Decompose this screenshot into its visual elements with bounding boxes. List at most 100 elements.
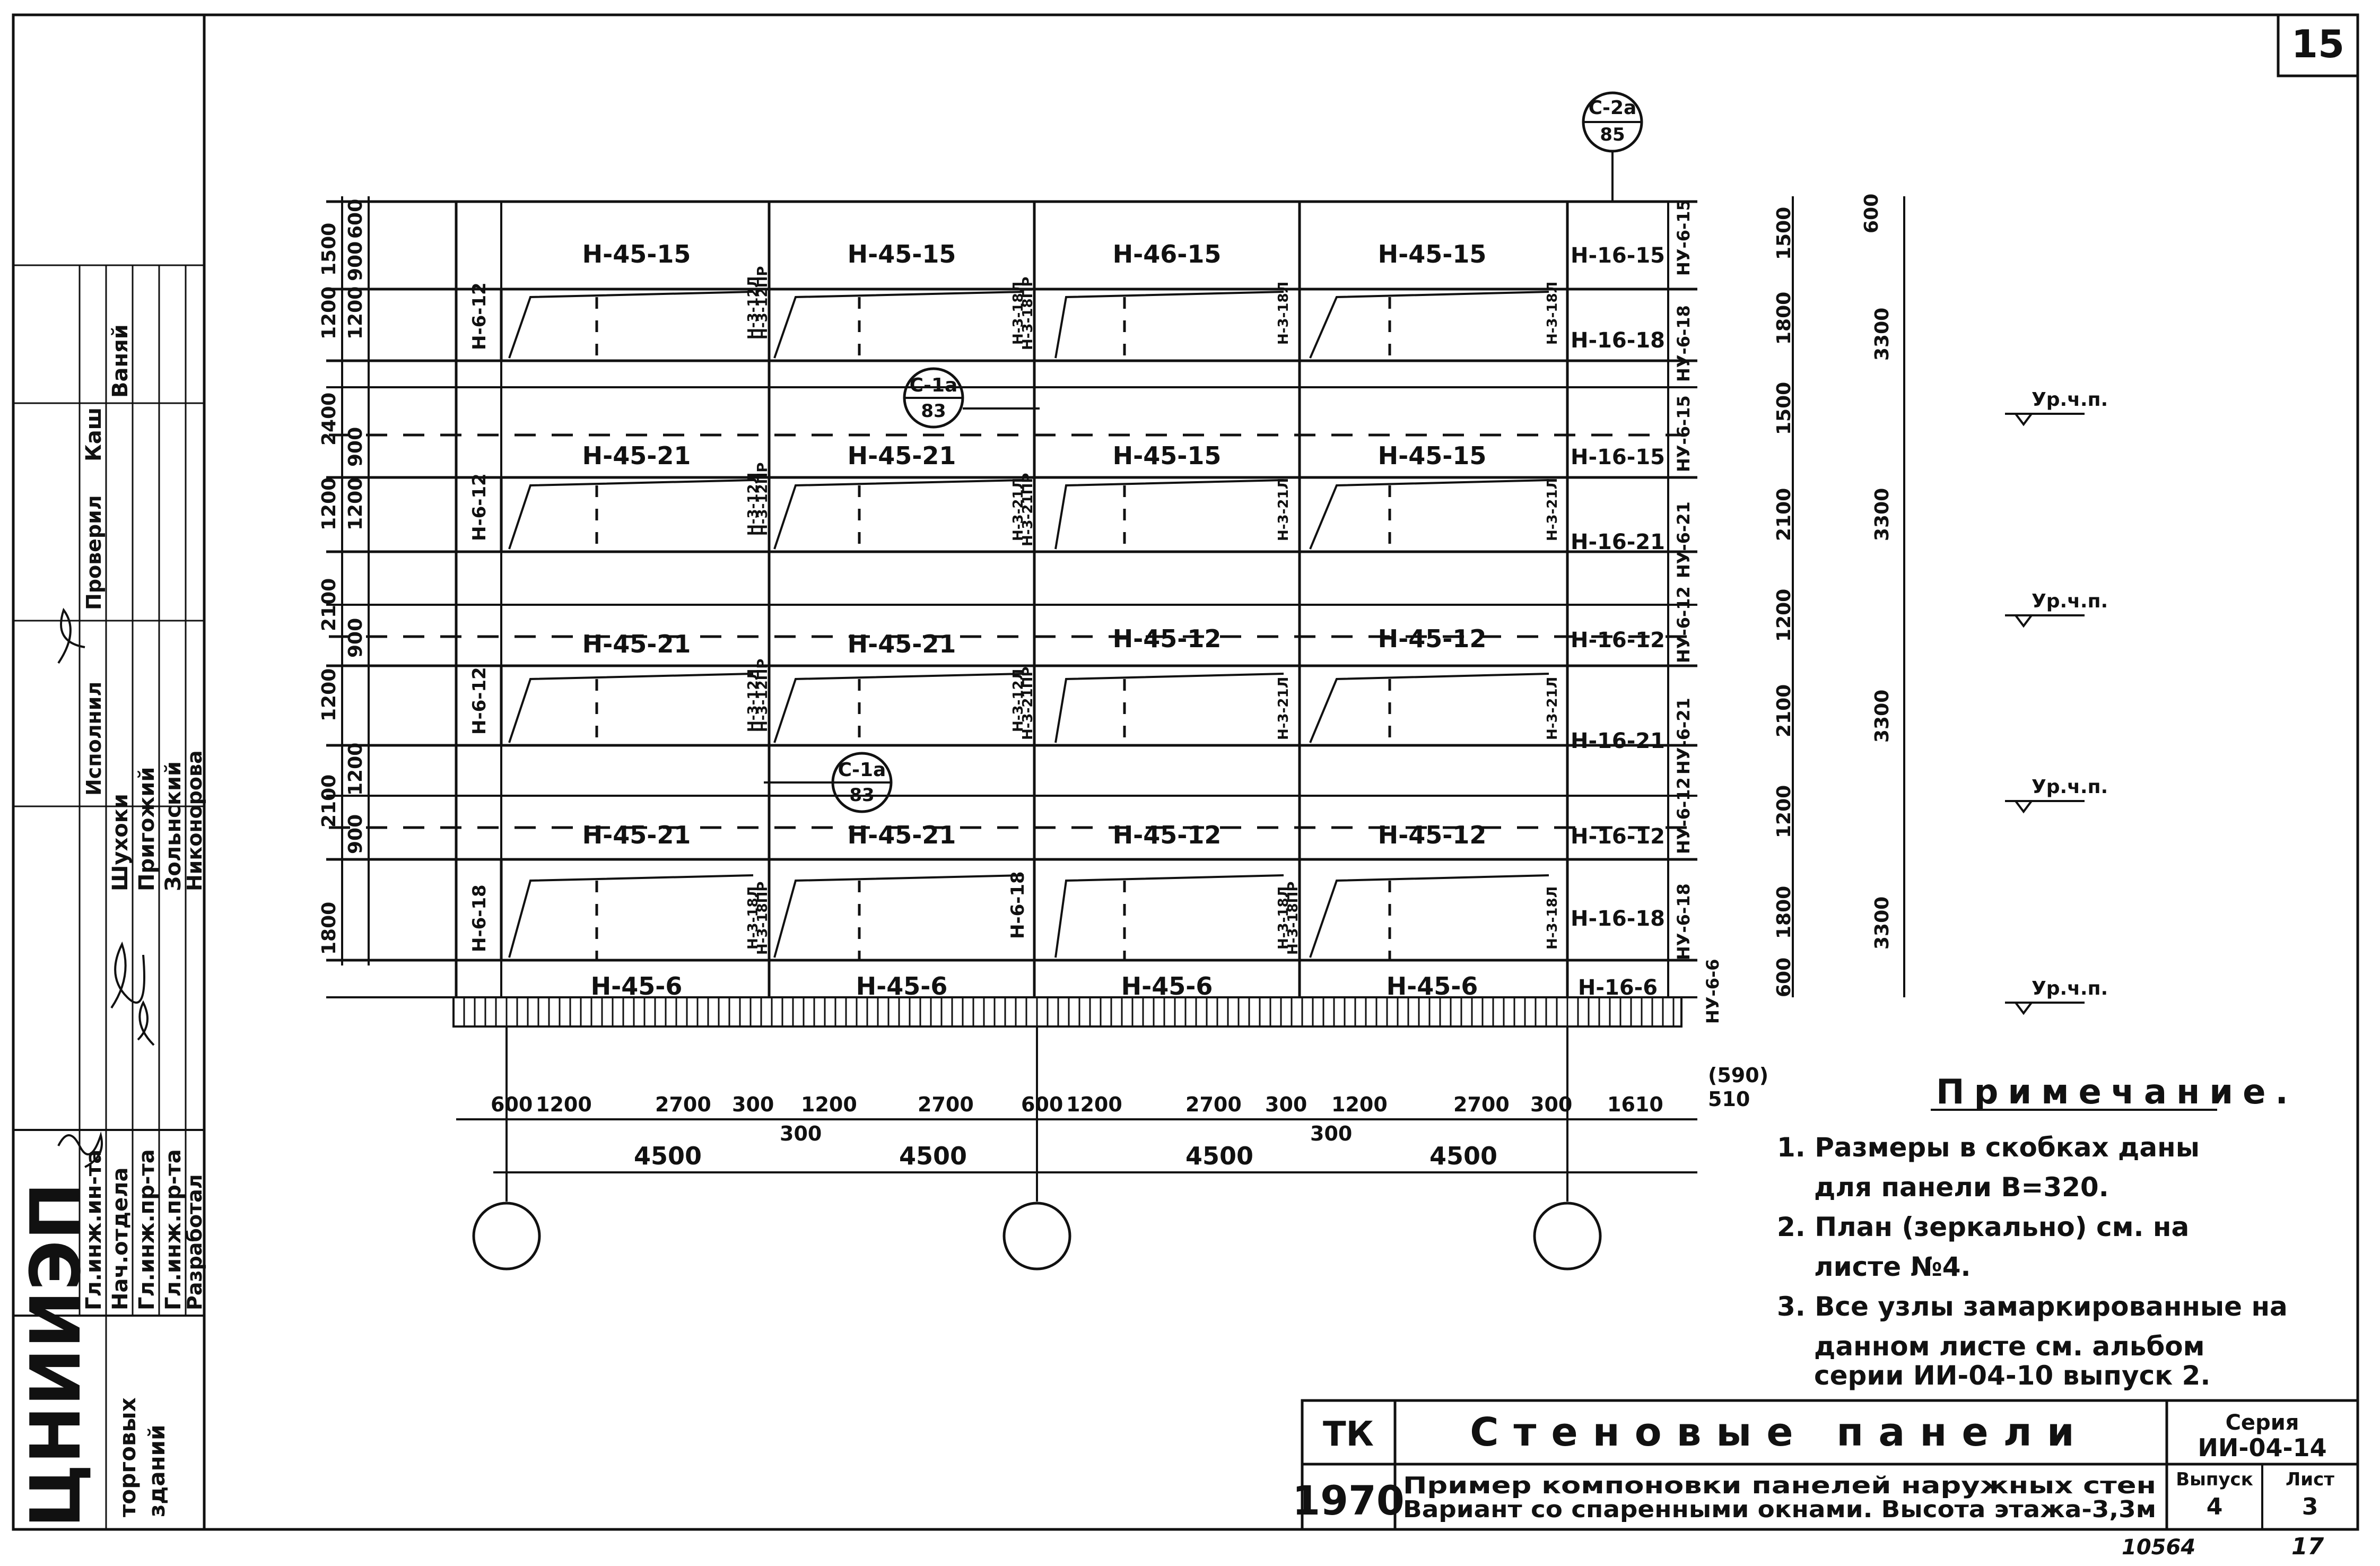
svg-text:1200: 1200 [1066, 1093, 1122, 1116]
note-line: для панели В=320. [1814, 1172, 2109, 1203]
svg-text:900: 900 [345, 427, 367, 467]
svg-text:3300: 3300 [1871, 488, 1893, 541]
corner-label: НУ-6-21 [1673, 698, 1694, 775]
svg-text:1200: 1200 [345, 286, 367, 340]
svg-text:85: 85 [1600, 124, 1625, 145]
signature-3 [137, 1000, 155, 1046]
svg-text:900: 900 [345, 618, 367, 658]
signature-2 [110, 941, 145, 1009]
svg-text:2700: 2700 [1185, 1093, 1242, 1116]
panel-label: Н-45-6 [1387, 972, 1478, 1000]
stamp-name-3: Зольнский [161, 761, 186, 891]
panel-label: Н-45-15 [1113, 441, 1222, 470]
panel-label: Н-16-12 [1571, 824, 1665, 849]
panel-label: Н-45-21 [848, 821, 956, 849]
corner-label: НУ-6-15 [1673, 199, 1694, 276]
sheet-value: 3 [2302, 1493, 2318, 1520]
title-sub-1: Пример компоновки панелей наружных стен [1403, 1472, 2156, 1499]
note-line: 2. План (зеркально) см. на [1777, 1212, 2189, 1242]
corner-label: НУ-6-18 [1673, 305, 1694, 382]
pier-label: Н-3-18ПР [755, 882, 771, 955]
left-dimensions: 1500 1200 2400 1200 2100 1200 2100 1800 … [318, 196, 370, 965]
svg-text:С-2а: С-2а [1589, 97, 1637, 119]
pier-label: Н-3-18Л [745, 886, 761, 950]
svg-text:2100: 2100 [318, 578, 340, 631]
panel-label: Н-45-12 [1378, 624, 1487, 653]
svg-text:1200: 1200 [1331, 1093, 1388, 1116]
pier-label: Н-6-12 [469, 473, 490, 541]
panel-label: Н-16-18 [1571, 907, 1665, 931]
sheet-number: 15 [2291, 22, 2344, 66]
svg-text:С-1а: С-1а [838, 759, 886, 781]
notes-title: Примечание. [1936, 1073, 2298, 1112]
svg-text:900: 900 [345, 241, 367, 281]
panel-label: Н-45-6 [591, 972, 683, 1000]
pier-label: Н-3-18Л [1276, 282, 1292, 345]
stamp-name-4: Никонорова [183, 750, 206, 891]
panel-label: Н-16-21 [1571, 530, 1665, 554]
svg-text:(590): (590) [1708, 1064, 1768, 1087]
stamp-role-1: Гл.инж.ин-та [82, 1150, 106, 1310]
sheet-number-box: 15 [2277, 13, 2359, 77]
pier-label: Н-3-18Л [1545, 886, 1560, 950]
pier-label: Н-3-21Л [1010, 478, 1026, 541]
svg-text:300: 300 [780, 1122, 822, 1145]
pier-label: Н-3-12ПР [755, 659, 771, 732]
corner-label: НУ-6-12 [1673, 777, 1694, 854]
panel-label: Н-45-21 [848, 630, 956, 658]
svg-text:300: 300 [1310, 1122, 1352, 1145]
series-label: Серия [2226, 1411, 2299, 1435]
issue-label: Выпуск [2176, 1469, 2253, 1490]
svg-text:510: 510 [1708, 1088, 1750, 1111]
stamp-org-sub-2: зданий [144, 1424, 170, 1517]
pier-label: Н-3-18Л [1545, 282, 1560, 345]
corner-label: НУ-6-6 [1703, 959, 1723, 1024]
corner-label: НУ-6-15 [1673, 395, 1694, 472]
stamp-top-2: Ваняй [108, 324, 133, 398]
stamp-top-1: Каш [82, 407, 106, 462]
note-line: листе №4. [1814, 1251, 1971, 1282]
svg-text:4500: 4500 [634, 1142, 702, 1170]
svg-text:Ур.ч.п.: Ур.ч.п. [2032, 389, 2108, 411]
svg-text:1200: 1200 [1773, 589, 1795, 642]
panel-label: Н-16-15 [1571, 445, 1665, 469]
pier-label: Н-3-12ПР [755, 463, 771, 536]
svg-text:3300: 3300 [1871, 308, 1893, 361]
svg-text:300: 300 [732, 1093, 774, 1116]
pier-label: Н-3-12ПР [755, 266, 771, 340]
pier-label: Н-3-21ПР [1020, 473, 1036, 546]
axis-bubble [1002, 1202, 1071, 1271]
pier-label: Н-3-18Л [1276, 886, 1292, 950]
panel-label: Н-45-12 [1113, 624, 1222, 653]
axis-bubble [472, 1202, 541, 1271]
svg-text:600: 600 [491, 1093, 533, 1116]
svg-text:2100: 2100 [1773, 684, 1795, 737]
svg-text:600: 600 [1021, 1093, 1063, 1116]
facade: Н-45-15 Н-45-15 Н-46-15 Н-45-15 Н-16-15 … [326, 91, 1723, 1028]
pier-label: Н-3-21Л [1276, 677, 1292, 740]
panel-label: Н-45-15 [582, 240, 691, 268]
stamp-org: ЦНИИЭП [15, 1182, 96, 1528]
corner-label: НУ-6-21 [1673, 501, 1694, 578]
svg-text:4500: 4500 [1185, 1142, 1253, 1170]
svg-text:1500: 1500 [1773, 207, 1795, 260]
pier-label: Н-3-18ПР [1020, 277, 1036, 350]
svg-text:1200: 1200 [318, 668, 340, 721]
right-dimensions: 600 1500 1800 1500 2100 1200 2100 1200 1… [1773, 194, 2108, 1015]
svg-text:300: 300 [1530, 1093, 1572, 1116]
window-axis-dashes [329, 297, 1697, 960]
pier-label: Н-3-12Л [745, 276, 761, 340]
svg-text:300: 300 [1265, 1093, 1307, 1116]
stamp-org-sub-1: торговых [115, 1397, 141, 1517]
pier-label: Н-6-18 [469, 884, 490, 952]
panel-label: Н-16-12 [1571, 628, 1665, 652]
pier-label: Н-3-18Л [1010, 282, 1026, 345]
pier-label: Н-3-21Л [1545, 478, 1560, 541]
node-marker-low: С-1а 83 [764, 752, 893, 813]
panel-label: Н-45-21 [848, 441, 956, 470]
svg-text:600: 600 [1861, 194, 1882, 233]
corner-label: НУ-6-12 [1673, 586, 1694, 663]
svg-text:С-1а: С-1а [910, 375, 958, 396]
